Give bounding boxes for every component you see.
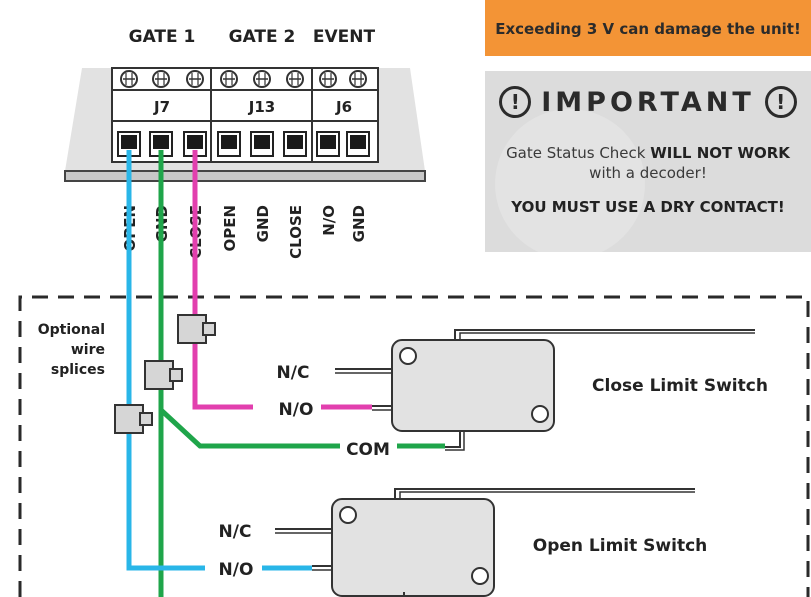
connector-j13-label: J13 xyxy=(248,98,275,116)
terminal-socket-hole xyxy=(254,135,270,149)
splices-note-line2: wire xyxy=(71,342,105,358)
important-line1: Gate Status Check WILL NOT WORK xyxy=(485,144,811,162)
terminal-socket-hole xyxy=(320,135,336,149)
important-title-row: ! IMPORTANT ! xyxy=(485,85,811,119)
splices-note-line1: Optional xyxy=(38,322,105,338)
close-wire xyxy=(192,150,253,410)
close-switch-com-label: COM xyxy=(346,440,390,460)
voltage-warning-box: Exceeding 3 V can damage the unit! xyxy=(485,0,811,56)
open-switch-nc-label: N/C xyxy=(219,522,252,542)
important-notice-box: ! IMPORTANT ! Gate Status Check WILL NOT… xyxy=(485,71,811,252)
close-switch-title: Close Limit Switch xyxy=(592,376,768,396)
important-line3: YOU MUST USE A DRY CONTACT! xyxy=(511,198,785,216)
warning-watermark-icon xyxy=(495,109,645,252)
terminal-label: GND xyxy=(254,205,272,242)
gnd-com-wire xyxy=(158,400,340,449)
important-line1-strong: WILL NOT WORK xyxy=(650,144,790,162)
terminal-label: OPEN xyxy=(221,205,239,252)
close-switch-no-label: N/O xyxy=(279,400,314,420)
terminal-socket-hole xyxy=(287,135,303,149)
terminal-label: GND xyxy=(350,205,368,242)
terminal-socket-hole xyxy=(221,135,237,149)
gate1-label: GATE 1 xyxy=(129,27,196,47)
gate2-label: GATE 2 xyxy=(229,27,296,47)
terminal-socket-hole xyxy=(187,135,203,149)
terminal-label: CLOSE xyxy=(287,205,305,259)
close-switch-nc-label: N/C xyxy=(277,363,310,383)
terminal-socket-hole xyxy=(121,135,137,149)
splice-enclosure-dashed xyxy=(18,295,810,597)
important-line1-prefix: Gate Status Check xyxy=(506,144,651,162)
important-line2: with a decoder! xyxy=(589,164,707,182)
terminal-label: N/O xyxy=(320,205,338,236)
splices-note-line3: splices xyxy=(51,362,105,378)
open-switch-title: Open Limit Switch xyxy=(533,536,708,556)
connector-j7-label: J7 xyxy=(153,98,170,116)
open-limit-switch xyxy=(275,488,695,597)
open-switch-no-label: N/O xyxy=(219,560,254,580)
controller-base-plate xyxy=(64,170,426,182)
close-limit-switch xyxy=(335,329,755,451)
important-title: IMPORTANT xyxy=(541,86,755,118)
wire-splices xyxy=(114,314,216,434)
terminal-socket-hole xyxy=(350,135,366,149)
connector-j6-label: J6 xyxy=(335,98,352,116)
terminal-block xyxy=(111,67,379,163)
voltage-warning-text: Exceeding 3 V can damage the unit! xyxy=(495,20,801,38)
exclamation-circle-icon: ! xyxy=(499,86,532,118)
exclamation-circle-icon: ! xyxy=(764,86,797,118)
event-label: EVENT xyxy=(313,27,376,47)
terminal-socket-hole xyxy=(153,135,169,149)
open-wire xyxy=(126,150,205,571)
